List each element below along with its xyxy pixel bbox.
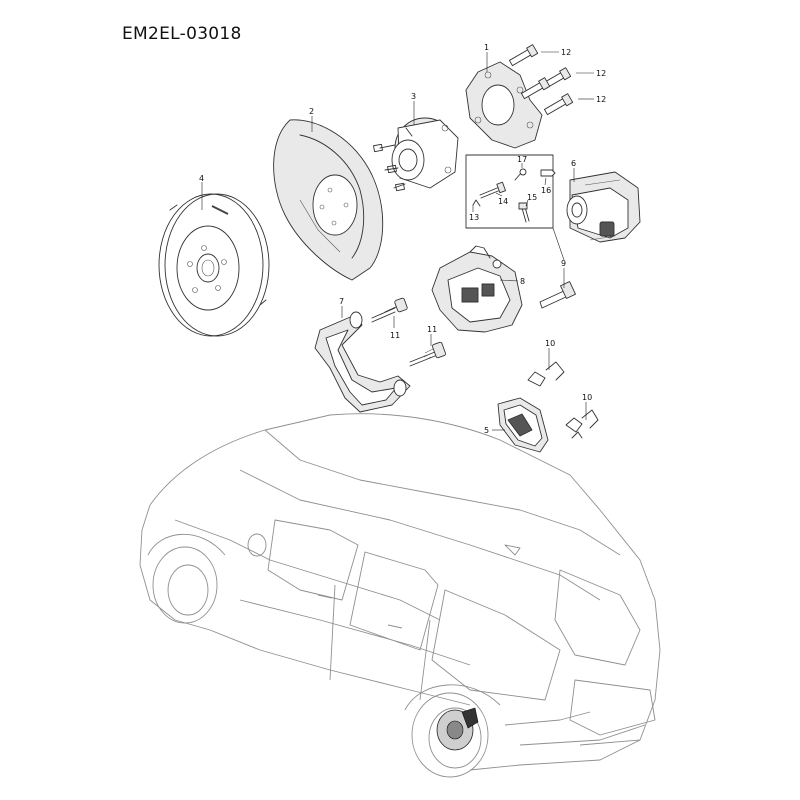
callout-7: 7 bbox=[339, 297, 344, 306]
callout-10a: 10 bbox=[545, 339, 555, 348]
callout-1: 1 bbox=[484, 43, 489, 52]
callout-12b: 12 bbox=[596, 69, 606, 78]
parking-brake-motor bbox=[566, 171, 641, 243]
callout-2: 2 bbox=[309, 107, 314, 116]
callout-11a: 11 bbox=[390, 331, 400, 340]
callout-15: 15 bbox=[527, 193, 537, 202]
detail-inset-box bbox=[465, 154, 556, 229]
callout-11b: 11 bbox=[427, 325, 437, 334]
rear-brake-highlight bbox=[436, 707, 479, 751]
callout-12c: 12 bbox=[596, 95, 606, 104]
brake-caliper bbox=[431, 245, 523, 333]
callout-17: 17 bbox=[517, 155, 527, 164]
brake-pads bbox=[497, 397, 549, 453]
callout-4: 4 bbox=[199, 174, 204, 183]
leader-lines bbox=[201, 51, 594, 431]
callout-16: 16 bbox=[541, 186, 551, 195]
callout-10b: 10 bbox=[582, 393, 592, 402]
pad-clips bbox=[527, 361, 599, 439]
mounting-plate bbox=[465, 61, 543, 149]
guide-pin bbox=[539, 281, 576, 309]
caliper-bracket bbox=[314, 311, 411, 413]
wheel-hub-bearing bbox=[373, 117, 459, 192]
callout-12a: 12 bbox=[561, 48, 571, 57]
dust-shield bbox=[273, 119, 384, 281]
bracket-bolts-11 bbox=[371, 297, 446, 367]
callout-3: 3 bbox=[411, 92, 416, 101]
callout-5: 5 bbox=[484, 426, 489, 435]
callout-labels: 1 2 3 4 5 6 7 8 9 10 10 11 11 12 12 12 1… bbox=[199, 43, 606, 435]
callout-6: 6 bbox=[571, 159, 576, 168]
bolt-set-12 bbox=[508, 44, 574, 116]
callout-8: 8 bbox=[520, 277, 525, 286]
callout-9: 9 bbox=[561, 259, 566, 268]
diagram-title: EM2EL-03018 bbox=[122, 24, 242, 44]
callout-13: 13 bbox=[469, 213, 479, 222]
vehicle-outline bbox=[139, 413, 661, 778]
callout-14: 14 bbox=[498, 197, 508, 206]
brake-disc bbox=[158, 193, 270, 337]
